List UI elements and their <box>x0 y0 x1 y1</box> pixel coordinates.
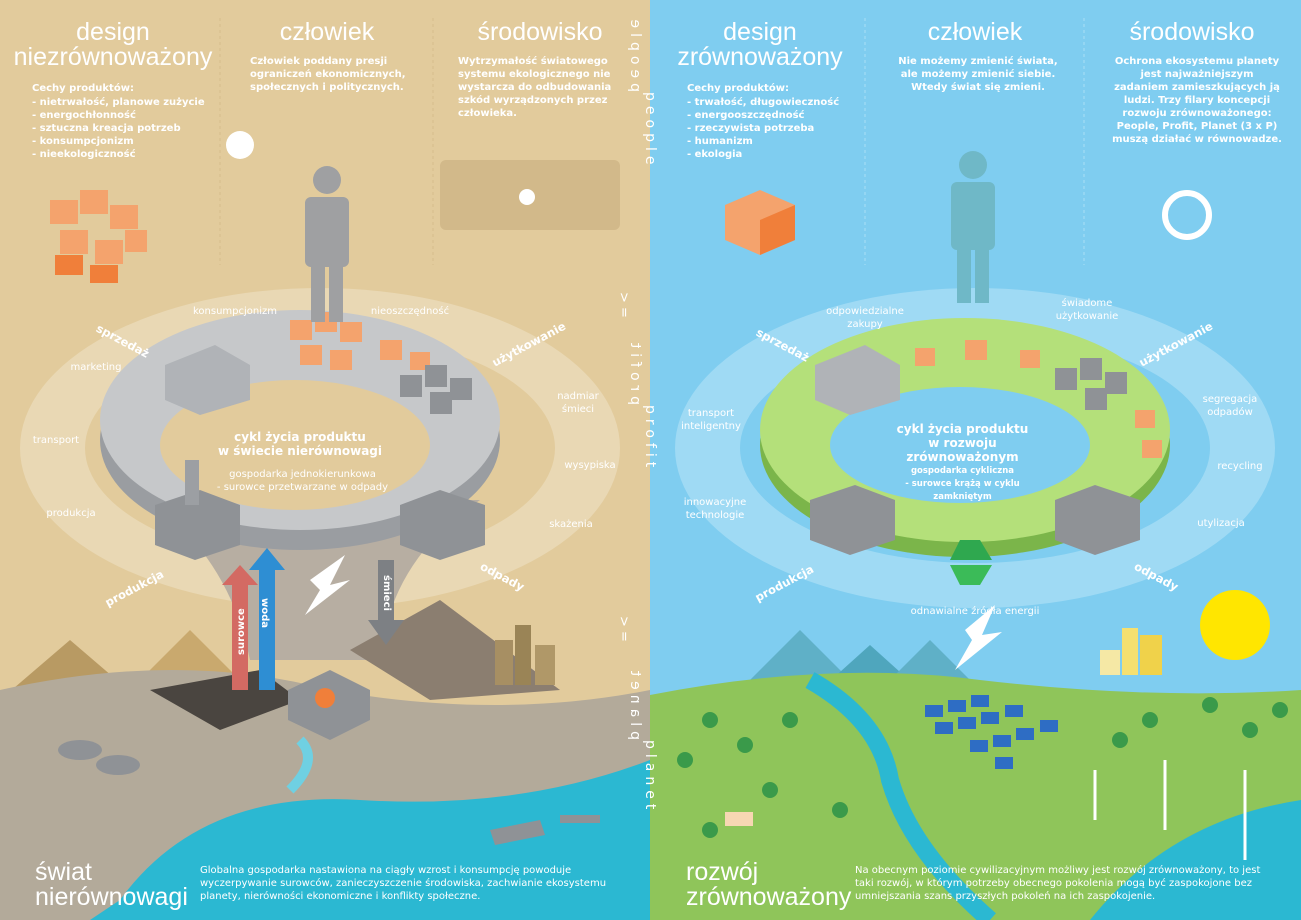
left-header-czlowiek: człowiek <box>279 18 375 46</box>
left-cycle-title: cykl życia produktu w świecie nierównowa… <box>217 430 382 458</box>
left-label-produkcja: produkcja <box>46 508 96 519</box>
right-features-list: - trwałość, długowieczność - energooszczę… <box>687 96 867 161</box>
left-feature-item: - nieekologiczność <box>32 149 136 160</box>
middle-people-left: people <box>627 14 643 92</box>
left-cycle-subtitle: gospodarka jednokierunkowa - surowce prz… <box>216 469 389 493</box>
right-panel-sustainable: design zrównoważony człowiek środowisko … <box>650 0 1301 920</box>
left-label-skazenia: skażenia <box>549 519 593 530</box>
right-czlowiek-text: Nie możemy zmienić świata, ale możemy zm… <box>898 56 1058 93</box>
left-scene-illustration <box>0 18 650 920</box>
left-srodowisko-text: Wytrzymałość światowego systemu ekologic… <box>458 56 612 119</box>
left-label-wysypiska: wysypiska <box>564 460 616 471</box>
right-label-transport-inteligentny: transport inteligentny <box>681 408 741 432</box>
right-cycle-title: cykl życia produktu w rozwoju zrównoważo… <box>896 422 1029 464</box>
left-feature-item: - energochłonność <box>32 110 136 121</box>
left-arrow-surowce: surowce <box>236 608 247 655</box>
left-panel-unsustainable: design niezrównoważony człowiek środowis… <box>0 0 650 920</box>
right-feature-item: - ekologia <box>687 149 743 160</box>
middle-people-right: people <box>642 92 658 170</box>
right-label-innowacyjne-technologie: innowacyjne technologie <box>683 497 747 521</box>
middle-profit-left: profit <box>627 337 643 405</box>
right-feature-item: - trwałość, długowieczność <box>687 97 840 108</box>
left-footer-text: Globalna gospodarka nastawiona na ciągły… <box>200 865 607 902</box>
left-arrow-woda: woda <box>259 598 270 629</box>
right-label-recycling: recycling <box>1217 461 1263 472</box>
right-label-odpowiedzialne-zakupy: odpowiedzialne zakupy <box>826 306 904 330</box>
left-arrow-smieci: śmieci <box>381 575 392 611</box>
right-scene-illustration <box>650 18 1301 920</box>
middle-separator-1: > = <box>616 292 631 318</box>
left-czlowiek-text: Człowiek poddany presji ograniczeń ekono… <box>250 56 406 93</box>
left-feature-item: - sztuczna kreacja potrzeb <box>32 123 181 134</box>
left-label-nadmiar-smieci: nadmiar śmieci <box>557 391 599 415</box>
left-header-srodowisko: środowisko <box>477 18 603 46</box>
left-feature-item: - nietrwałość, planowe zużycie <box>32 97 205 108</box>
middle-planet-right: planet <box>642 740 658 815</box>
left-feature-item: - konsumpcjonizm <box>32 136 134 147</box>
left-features-title: Cechy produktów: <box>32 83 134 94</box>
right-footer-text: Na obecnym poziomie cywilizacyjnym możli… <box>855 865 1261 902</box>
left-label-transport: transport <box>32 435 80 446</box>
right-bottom-title: rozwój zrównoważony <box>686 858 852 911</box>
left-features-list: - nietrwałość, planowe zużycie - energoch… <box>32 96 217 161</box>
right-header-design: design zrównoważony <box>677 18 843 71</box>
right-label-swiadome-uzytkowanie: świadome użytkowanie <box>1055 298 1119 322</box>
left-label-nieoszczednosc: nieoszczędność <box>370 306 450 317</box>
right-features-title: Cechy produktów: <box>687 83 789 94</box>
right-label-segregacja-odpadow: segregacja odpadów <box>1202 394 1258 418</box>
right-srodowisko-text: Ochrona ekosystemu planety jest najważni… <box>1112 56 1282 145</box>
right-feature-item: - energooszczędność <box>687 110 805 121</box>
right-label-utylizacja: utylizacja <box>1197 518 1245 529</box>
right-cycle-subtitle: gospodarka cykliczna - surowce krążą w c… <box>905 466 1020 502</box>
middle-profit-right: profit <box>642 405 658 473</box>
left-header-design: design niezrównoważony <box>13 18 213 71</box>
right-label-odnawialne-zrodla: odnawialne źródła energii <box>910 606 1040 617</box>
right-feature-item: - rzeczywista potrzeba <box>687 123 815 134</box>
left-bottom-title: świat nierównowagi <box>35 858 188 911</box>
right-header-czlowiek: człowiek <box>927 18 1023 46</box>
right-header-srodowisko: środowisko <box>1129 18 1255 46</box>
middle-planet-left: planet <box>627 665 643 740</box>
right-feature-item: - humanizm <box>687 136 753 147</box>
left-label-konsumpcjonizm: konsumpcjonizm <box>192 306 278 317</box>
middle-separator-2: > = <box>616 616 631 642</box>
left-label-marketing: marketing <box>70 362 122 373</box>
